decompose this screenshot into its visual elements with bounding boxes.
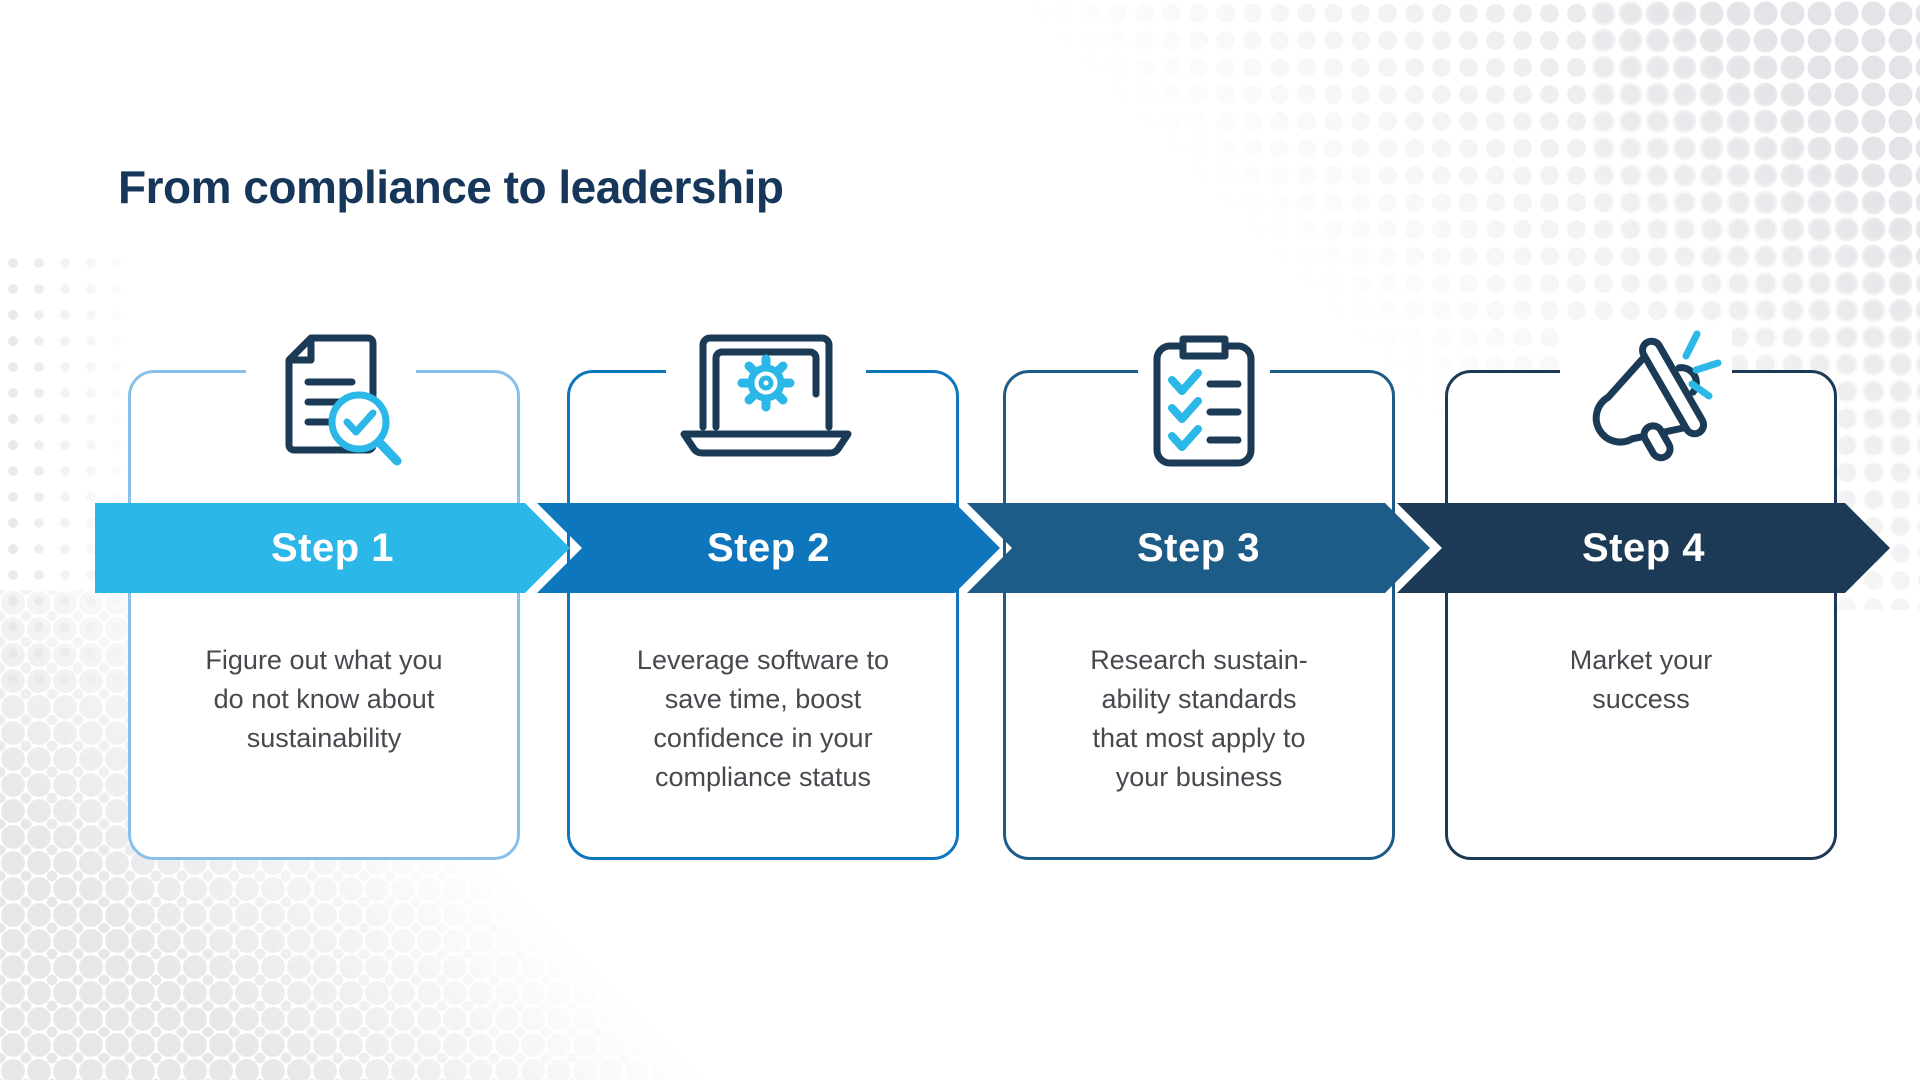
step-banner-2: Step 2 bbox=[537, 503, 1000, 593]
document-search-icon bbox=[246, 330, 416, 480]
checklist-icon bbox=[1138, 330, 1270, 472]
megaphone-icon bbox=[1560, 322, 1732, 464]
step-banner-1: Step 1 bbox=[95, 503, 570, 593]
step-banner-3: Step 3 bbox=[967, 503, 1430, 593]
step-banner-label: Step 3 bbox=[1136, 525, 1261, 570]
step-banner-label: Step 1 bbox=[270, 525, 395, 570]
page-title: From compliance to leadership bbox=[118, 161, 784, 213]
laptop-gear-icon bbox=[666, 330, 866, 460]
step-description: Figure out what you do not know about su… bbox=[205, 645, 443, 753]
step-banner-label: Step 4 bbox=[1581, 525, 1706, 570]
step-description: Market your success bbox=[1569, 645, 1713, 714]
step-banner-4: Step 4 bbox=[1397, 503, 1890, 593]
step-banner-label: Step 2 bbox=[706, 525, 831, 570]
step-description: Leverage software to save time, boost co… bbox=[636, 645, 890, 792]
step-description: Research sustain- ability standards that… bbox=[1090, 645, 1308, 792]
